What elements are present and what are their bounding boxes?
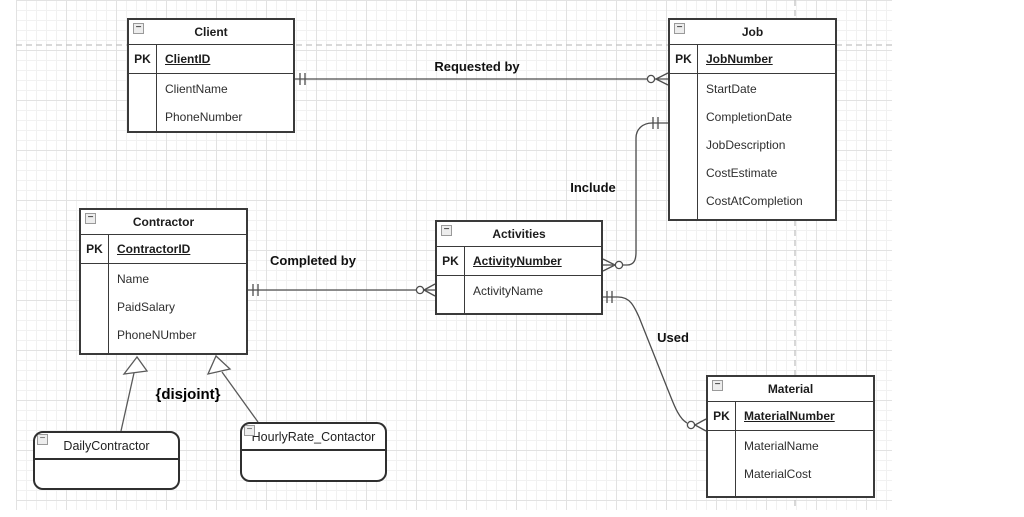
subtype-hourlyrate-contactor-header: − HourlyRate_Contactor	[242, 424, 385, 451]
attribute: JobDescription	[706, 138, 786, 152]
subtype-body	[242, 451, 385, 480]
generalization-links[interactable]	[120, 354, 259, 432]
entity-title: Material	[767, 382, 814, 396]
connector-include[interactable]	[602, 117, 668, 272]
entity-material-header: − Material	[708, 377, 873, 402]
entity-contractor[interactable]: − Contractor PK ContractorID Name PaidSa…	[79, 208, 248, 355]
attribute: PhoneNumber	[165, 110, 243, 124]
entity-contractor-header: − Contractor	[81, 210, 246, 235]
pk-column-spacer	[708, 431, 736, 496]
collapse-icon[interactable]: −	[244, 425, 255, 436]
pk-label: PK	[81, 235, 109, 263]
entity-title: Activities	[492, 227, 546, 241]
relationship-label-include[interactable]: Include	[570, 180, 616, 195]
pk-label: PK	[437, 247, 465, 275]
pk-column-spacer	[129, 74, 157, 131]
attribute: Name	[117, 272, 150, 286]
disjoint-constraint-label[interactable]: {disjoint}	[155, 386, 221, 403]
collapse-icon[interactable]: −	[133, 23, 144, 34]
subtype-dailycontractor-header: − DailyContractor	[35, 433, 178, 460]
subtype-dailycontractor[interactable]: − DailyContractor	[33, 431, 180, 490]
connector-used[interactable]	[603, 291, 707, 432]
collapse-icon[interactable]: −	[85, 213, 96, 224]
attribute: MaterialCost	[744, 467, 812, 481]
subtype-body	[35, 460, 178, 488]
attribute: ClientName	[165, 82, 228, 96]
pk-attribute: ActivityNumber	[473, 254, 562, 268]
pk-row: PK MaterialNumber	[708, 402, 873, 431]
attribute: CompletionDate	[706, 110, 793, 124]
subtype-title: DailyContractor	[63, 438, 150, 453]
entity-title: Job	[741, 25, 764, 39]
attribute: CostEstimate	[706, 166, 778, 180]
pk-column-spacer	[670, 74, 698, 219]
pk-label: PK	[708, 402, 736, 430]
collapse-icon[interactable]: −	[712, 380, 723, 391]
attribute: MaterialName	[744, 439, 819, 453]
entity-job-header: − Job	[670, 20, 835, 45]
entity-job[interactable]: − Job PK JobNumber StartDate CompletionD…	[668, 18, 837, 221]
entity-client[interactable]: − Client PK ClientID ClientName PhoneNum…	[127, 18, 295, 133]
entity-title: Client	[194, 25, 228, 39]
pk-attribute: ClientID	[165, 52, 211, 66]
subtype-hourlyrate-contactor[interactable]: − HourlyRate_Contactor	[240, 422, 387, 482]
attribute: PhoneNUmber	[117, 328, 197, 342]
pk-label: PK	[670, 45, 698, 73]
subtype-title: HourlyRate_Contactor	[251, 429, 376, 444]
attribute: ActivityName	[473, 284, 544, 298]
attribute: PaidSalary	[117, 300, 176, 314]
pk-attribute: ContractorID	[117, 242, 191, 256]
pk-attribute: MaterialNumber	[744, 409, 835, 423]
pk-column-spacer	[81, 264, 109, 353]
pk-attribute: JobNumber	[706, 52, 773, 66]
pk-label: PK	[129, 45, 157, 73]
pk-row: PK ActivityNumber	[437, 247, 601, 276]
connector-requested-by[interactable]	[295, 72, 669, 86]
entity-client-header: − Client	[129, 20, 293, 45]
attribute: CostAtCompletion	[706, 194, 803, 208]
entity-title: Contractor	[132, 215, 195, 229]
collapse-icon[interactable]: −	[37, 434, 48, 445]
collapse-icon[interactable]: −	[674, 23, 685, 34]
collapse-icon[interactable]: −	[441, 225, 452, 236]
relationship-label-completed-by[interactable]: Completed by	[270, 253, 356, 268]
entity-activities[interactable]: − Activities PK ActivityNumber ActivityN…	[435, 220, 603, 315]
entity-activities-header: − Activities	[437, 222, 601, 247]
pk-row: PK ClientID	[129, 45, 293, 74]
entity-material[interactable]: − Material PK MaterialNumber MaterialNam…	[706, 375, 875, 498]
relationship-label-used[interactable]: Used	[657, 330, 689, 345]
attribute: StartDate	[706, 82, 757, 96]
pk-column-spacer	[437, 276, 465, 313]
pk-row: PK ContractorID	[81, 235, 246, 264]
pk-row: PK JobNumber	[670, 45, 835, 74]
relationship-label-requested-by[interactable]: Requested by	[434, 59, 520, 74]
connector-completed-by[interactable]	[248, 283, 436, 297]
